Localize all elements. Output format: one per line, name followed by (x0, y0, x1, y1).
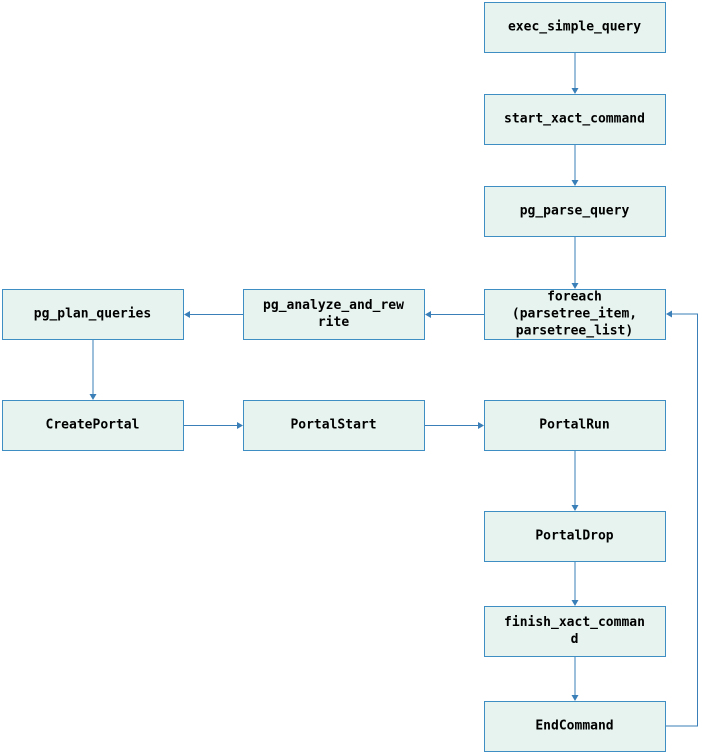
edge-portaldrop-to-finish-xact-command (571, 562, 579, 606)
node-label: start_xact_command (504, 112, 645, 127)
node-box (2, 289, 184, 340)
node-label: PortalStart (290, 418, 376, 433)
node-portaldrop: PortalDrop (484, 511, 666, 562)
arrowhead (425, 311, 431, 318)
node-pg-plan-queries: pg_plan_queries (2, 289, 184, 340)
node-label: foreach (547, 290, 602, 305)
arrowhead (237, 422, 243, 429)
edge-exec-simple-query-to-start-xact-command (571, 53, 579, 94)
node-box (484, 400, 666, 451)
arrowhead (89, 394, 97, 400)
edge-endcommand-to-foreach (665, 310, 698, 727)
edge-foreach-to-pg-analyze-and-rewrite (425, 311, 484, 318)
arrowhead (478, 422, 484, 429)
node-box (484, 2, 666, 53)
node-endcommand: EndCommand (484, 701, 666, 752)
node-label: PortalDrop (535, 529, 613, 544)
arrowhead (571, 180, 579, 186)
edge-start-xact-command-to-pg-parse-query (571, 145, 579, 186)
node-start-xact-command: start_xact_command (484, 94, 666, 145)
node-label: (parsetree_item, (512, 307, 637, 322)
node-exec-simple-query: exec_simple_query (484, 2, 666, 53)
node-label: exec_simple_query (508, 20, 641, 35)
node-portalstart: PortalStart (243, 400, 425, 451)
node-box (484, 289, 666, 340)
node-createportal: CreatePortal (2, 400, 184, 451)
edges-layer (89, 53, 698, 727)
node-portalrun: PortalRun (484, 400, 666, 451)
edge-line (665, 313, 698, 727)
node-label: parsetree_list) (516, 324, 633, 339)
node-box (484, 701, 666, 752)
edge-createportal-to-portalstart (184, 422, 243, 429)
arrowhead (571, 505, 579, 511)
node-label: PortalRun (539, 418, 609, 433)
node-label: EndCommand (535, 719, 613, 734)
edge-portalrun-to-portaldrop (571, 451, 579, 511)
node-finish-xact-command: finish_xact_command (484, 606, 666, 657)
node-label: finish_xact_comman (504, 615, 645, 630)
arrowhead (571, 600, 579, 606)
node-box (2, 400, 184, 451)
edge-pg-parse-query-to-foreach (571, 237, 579, 289)
edge-pg-analyze-and-rewrite-to-pg-plan-queries (184, 311, 243, 318)
edge-pg-plan-queries-to-createportal (89, 340, 97, 400)
nodes-layer: exec_simple_query start_xact_command pg_pa… (2, 2, 666, 752)
node-label: d (571, 632, 579, 647)
node-label: pg_parse_query (520, 204, 630, 219)
node-pg-parse-query: pg_parse_query (484, 186, 666, 237)
arrowhead (184, 311, 190, 318)
edge-finish-xact-command-to-endcommand (571, 657, 579, 701)
edge-portalstart-to-portalrun (425, 422, 484, 429)
arrowhead (666, 310, 672, 318)
node-label: pg_plan_queries (34, 307, 151, 322)
node-box (243, 400, 425, 451)
node-foreach: foreach (parsetree_item, parsetree_list) (484, 289, 666, 340)
arrowhead (571, 283, 579, 289)
arrowhead (571, 88, 579, 94)
node-box (484, 94, 666, 145)
node-label: rite (318, 315, 349, 330)
node-box (484, 186, 666, 237)
arrowhead (571, 695, 579, 701)
node-label: CreatePortal (46, 418, 140, 433)
node-box (243, 289, 425, 340)
node-label: pg_analyze_and_rew (263, 298, 404, 313)
node-box (484, 606, 666, 657)
node-box (484, 511, 666, 562)
